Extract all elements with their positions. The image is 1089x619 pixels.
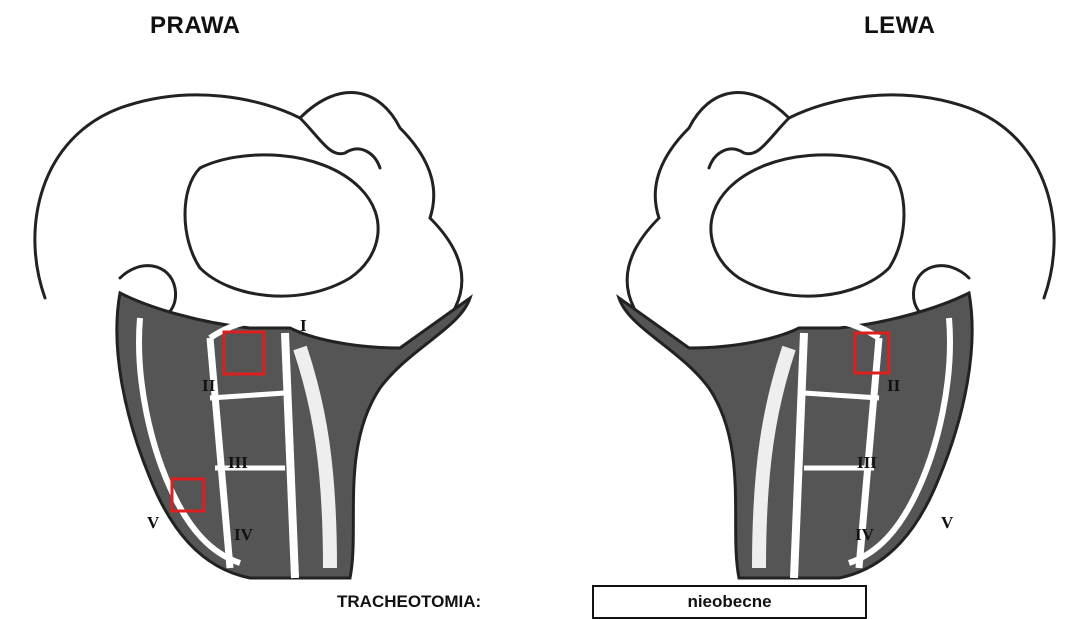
level-III-label-left: III bbox=[857, 453, 877, 472]
head-outline bbox=[35, 93, 462, 348]
title-left-side: LEWA bbox=[864, 12, 935, 40]
neck-illustration-right: I II III IV V bbox=[0, 48, 520, 593]
tracheotomy-value: nieobecne bbox=[592, 585, 867, 619]
tracheotomy-label: TRACHEOTOMIA: bbox=[337, 592, 481, 612]
level-II-label-right: II bbox=[202, 376, 216, 395]
neck-diagram-right: I II III IV V bbox=[0, 48, 520, 593]
level-I-label-right: I bbox=[300, 316, 307, 335]
title-right-side: PRAWA bbox=[150, 12, 241, 40]
level-II-label-left: II bbox=[887, 376, 901, 395]
neck-diagram-left: II III IV V bbox=[569, 48, 1089, 593]
level-III-label-right: III bbox=[228, 453, 248, 472]
level-IV-label-right: IV bbox=[234, 525, 254, 544]
level-IV-label-left: IV bbox=[855, 525, 875, 544]
neck-shape bbox=[117, 293, 470, 578]
level-V-label-right: V bbox=[147, 513, 160, 532]
neck-shape bbox=[619, 293, 972, 578]
level-V-label-left: V bbox=[941, 513, 954, 532]
head-outline bbox=[627, 93, 1054, 348]
neck-illustration-left: II III IV V bbox=[569, 48, 1089, 593]
